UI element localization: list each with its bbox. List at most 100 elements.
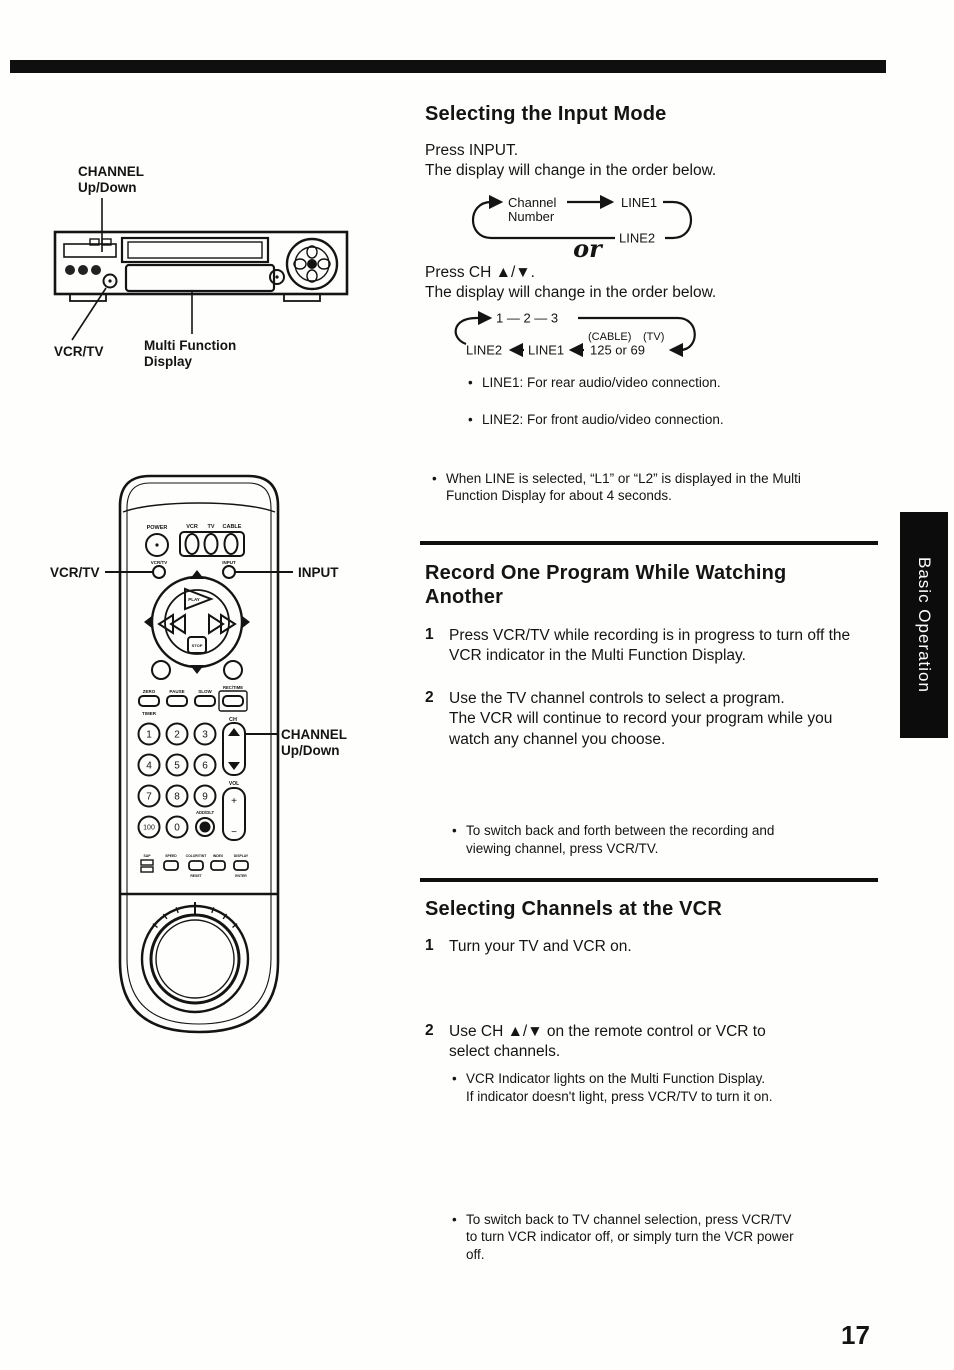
display-label: DISPLAY <box>234 854 249 858</box>
record-watch-step-1: 1 Press VCR/TV while recording is in pro… <box>425 626 863 667</box>
play-label: PLAY <box>188 597 200 602</box>
device-button-group <box>179 531 245 557</box>
index-label: INDEX <box>213 854 224 858</box>
digit-8 <box>165 784 189 808</box>
input-mode-p1a: Press INPUT. <box>425 142 519 159</box>
step-text: Use the TV channel controls to select a … <box>449 690 785 707</box>
digit-0 <box>165 815 189 839</box>
vcr-jog-right <box>317 258 331 270</box>
step-number: 1 <box>425 626 434 643</box>
vol-minus-label: − <box>231 827 237 838</box>
vcr-ch-down-button <box>89 238 100 246</box>
digit-6 <box>193 753 217 777</box>
vcr-body <box>53 230 349 296</box>
pause-button <box>166 695 188 707</box>
vcr-jog-inner <box>294 246 330 282</box>
rew-button-2 <box>157 613 174 635</box>
remote-input-callout: INPUT <box>298 565 339 580</box>
step-text: Press VCR/TV while recording is in progr… <box>449 627 851 665</box>
vcr-knob-1 <box>65 265 75 275</box>
play-button <box>184 587 214 611</box>
digit-7 <box>137 784 161 808</box>
cassette-slot-inner <box>127 241 263 259</box>
loop2-tv: (TV) <box>643 331 664 343</box>
adddlt-label: ADD/DLT <box>196 810 215 815</box>
loop1-line1: LINE1 <box>621 195 657 210</box>
step-number: 1 <box>425 937 434 954</box>
loop1-line2: LINE2 <box>619 231 655 246</box>
input-cycle-diagram-2: 1 — 2 — 3 (CABLE) (TV) 125 or 69 LINE1 L… <box>454 311 696 358</box>
digit-4 <box>137 753 161 777</box>
or-text: or <box>573 234 602 263</box>
slow-label: SLOW <box>198 689 212 694</box>
vcr-label: VCR <box>186 524 198 530</box>
ch-down-icon <box>228 762 240 770</box>
enter-label: ENTER <box>235 874 247 878</box>
vcr-small-button <box>269 269 285 285</box>
line-note-bullet: When LINE is selected, “L1” or “L2” is d… <box>430 470 842 506</box>
stop-button <box>187 636 207 654</box>
tiny-button-2 <box>163 860 179 871</box>
vcrtv-small-label: VCR/TV <box>151 560 168 565</box>
nav-left-icon <box>144 615 153 629</box>
vcr-small-button-dot <box>275 275 279 279</box>
cassette-slot <box>120 236 270 264</box>
record-watch-step-2: 2 Use the TV channel controls to select … <box>425 689 865 750</box>
remote-vcrtv-callout: VCR/TV <box>50 565 100 580</box>
loop1-left-path <box>471 194 615 240</box>
input-mode-p2a: Press CH ▲/▼. <box>425 264 535 281</box>
section-divider-2 <box>420 878 878 882</box>
select-channels-step-2: 2 Use CH ▲/▼ on the remote control or VC… <box>425 1022 789 1063</box>
vcr-jog-left <box>293 258 307 270</box>
nav-up-icon <box>190 570 204 579</box>
tiny-button-4 <box>210 860 226 871</box>
vcr-jog-ring <box>285 237 339 291</box>
shuttle-ring-outer <box>140 904 250 1014</box>
loop2-nums: 125 or 69 <box>590 343 645 358</box>
adddlt-button-center <box>199 821 211 833</box>
digit-100-label: 100 <box>143 825 155 832</box>
top-rule <box>10 60 886 73</box>
input-cycle-diagram-1: Channel Number LINE1 LINE2 <box>471 194 693 246</box>
reset-label: RESET <box>190 874 202 878</box>
remote-diagram: POWER VCR TV CABLE VCR/TV INPUT VCR/TV I… <box>50 474 347 1034</box>
digit-0-label: 0 <box>174 823 180 834</box>
ff-button-2 <box>220 613 237 635</box>
digit-9-label: 9 <box>202 792 208 803</box>
bullet-line: If indicator doesn't light, press VCR/TV… <box>466 1088 773 1104</box>
select-channels-step-1: 1 Turn your TV and VCR on. <box>425 937 863 957</box>
digit-8-label: 8 <box>174 792 180 803</box>
digit-100 <box>137 815 161 839</box>
vcr-diagram: CHANNEL Up/Down VCR/TV Multi Function Di… <box>53 164 349 369</box>
vol-rocker <box>222 787 246 841</box>
remote-body-inner <box>126 482 272 1025</box>
power-dot <box>155 543 159 547</box>
pad-left-button <box>151 660 171 680</box>
ch-up-icon <box>228 728 240 736</box>
power-button <box>145 533 169 557</box>
vcr-jog-center <box>307 259 317 269</box>
tiny-button-3 <box>188 860 204 871</box>
remote-body <box>118 474 280 1034</box>
vcr-slider-panel <box>63 243 117 258</box>
digit-2-label: 2 <box>174 730 180 741</box>
colortint-label: COLOR/TINT <box>186 854 208 858</box>
bullet-line: VCR Indicator lights on the Multi Functi… <box>466 1070 766 1086</box>
speed-label: SPEED <box>165 854 177 858</box>
digit-3 <box>193 722 217 746</box>
rew-button <box>169 613 186 635</box>
digit-1 <box>137 722 161 746</box>
loop2-top: 1 — 2 — 3 <box>496 311 558 326</box>
stop-label: STOP <box>192 643 203 648</box>
rectime-button <box>222 695 244 707</box>
vcr-foot-left <box>69 293 107 302</box>
step-number: 2 <box>425 689 434 706</box>
loop1-number: Number <box>508 209 555 224</box>
adddlt-button <box>195 817 215 837</box>
digit-1-label: 1 <box>146 730 152 741</box>
loop1-right-path <box>663 200 693 240</box>
loop2-line1: LINE1 <box>528 343 564 358</box>
tv-label: TV <box>207 524 214 530</box>
cable-label: CABLE <box>223 524 242 530</box>
leader-vcrtv <box>71 287 107 341</box>
